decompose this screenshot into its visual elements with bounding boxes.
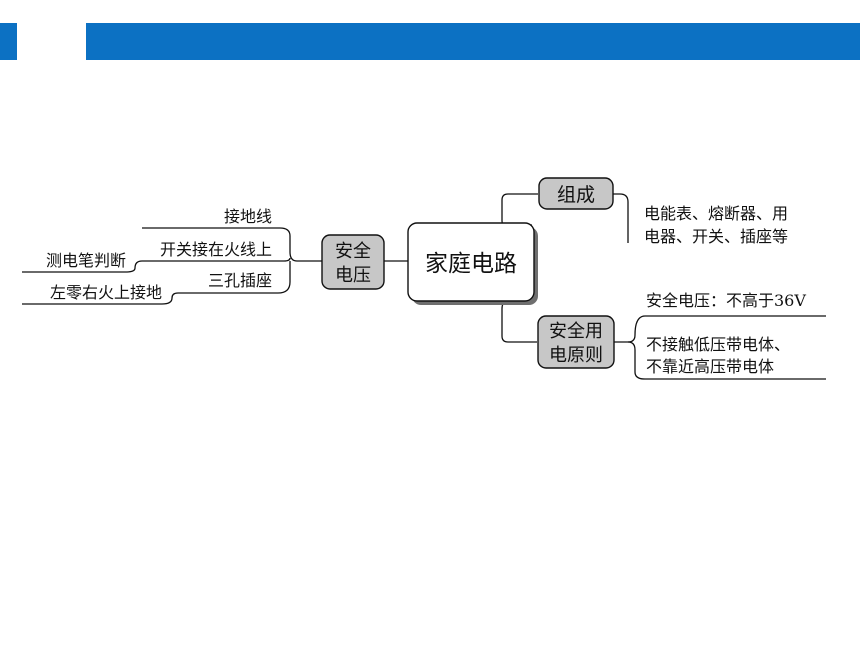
safe-voltage-limit-text: 安全电压：不高于36V	[646, 291, 806, 310]
composition-label: 组成	[557, 184, 595, 206]
center-node: 家庭电路	[407, 222, 538, 305]
connector-composition-detail	[613, 193, 629, 243]
safety-voltage-label-line-2: 电压	[335, 265, 371, 286]
connector-socket-ground	[22, 261, 291, 305]
center-label: 家庭电路	[425, 251, 517, 277]
safety-principle-label-line-1: 安全用	[549, 321, 603, 342]
safety-principle-label-line-2: 电原则	[549, 345, 603, 366]
switch-on-live-text: 开关接在火线上	[160, 240, 272, 259]
connector-switch-test-pen	[22, 257, 291, 273]
left-neutral-right-live-text: 左零右火上接地	[50, 283, 162, 302]
connector-center-composition	[501, 193, 538, 226]
composition-node: 组成	[538, 177, 614, 210]
three-hole-socket-text: 三孔插座	[208, 271, 272, 290]
ground-wire-text: 接地线	[224, 207, 272, 226]
connector-ground-wire	[142, 227, 322, 262]
connector-lines	[22, 193, 826, 380]
header-accent-block	[0, 23, 17, 60]
connector-center-principle	[501, 302, 537, 343]
safety-voltage-label-line-1: 安全	[335, 241, 371, 262]
connector-principle-contact	[627, 341, 826, 380]
composition-detail-line-1: 电能表、熔断器、用	[644, 204, 788, 223]
no-contact-line-1: 不接触低压带电体、	[646, 335, 790, 354]
header-bar	[86, 23, 860, 60]
test-pen-text: 测电笔判断	[46, 251, 126, 270]
composition-detail-line-2: 电器、开关、插座等	[644, 227, 788, 246]
safety-voltage-node: 安全 电压	[321, 234, 385, 290]
safety-principle-node: 安全用 电原则	[537, 315, 615, 369]
no-contact-line-2: 不靠近高压带电体	[646, 357, 774, 376]
